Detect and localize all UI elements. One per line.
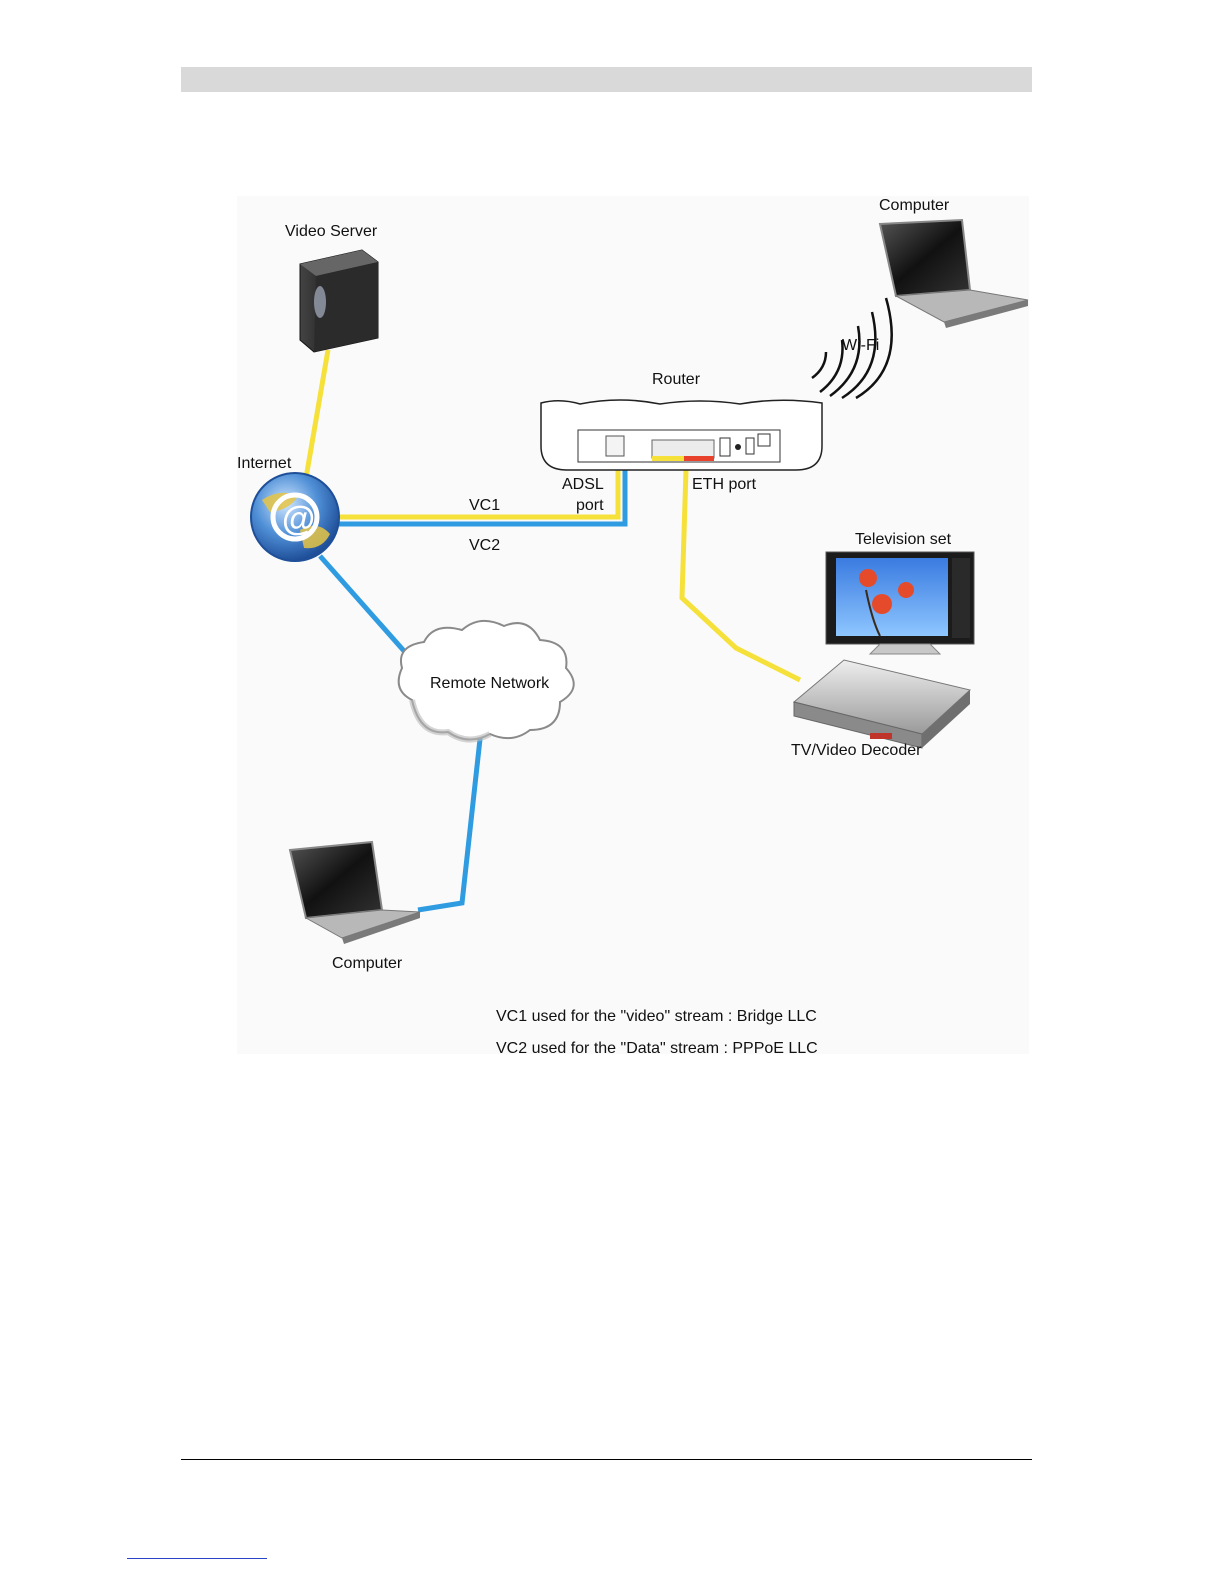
eth-decoder-link (682, 470, 800, 680)
svg-text:@: @ (282, 500, 315, 538)
router-icon (541, 400, 822, 470)
vc1-label: VC1 (469, 497, 500, 514)
television-icon (826, 552, 974, 654)
internet-remote-link (320, 556, 412, 660)
adsl-label-line2: port (576, 497, 604, 514)
server-internet-link (306, 350, 328, 478)
computer-top-label: Computer (879, 197, 950, 214)
video-server-icon (300, 250, 378, 352)
wifi-label: Wi-Fi (842, 337, 879, 354)
video-server-label: Video Server (285, 223, 378, 240)
television-set-label: Television set (855, 531, 952, 548)
vc2-label: VC2 (469, 537, 500, 554)
router-label: Router (652, 371, 701, 388)
computer-top-icon (880, 220, 1028, 328)
eth-port-label: ETH port (692, 476, 757, 493)
vc1-usage-note: VC1 used for the "video" stream : Bridge… (496, 1008, 817, 1025)
adsl-label-line1: ADSL (562, 476, 604, 493)
remote-network-label: Remote Network (430, 675, 550, 692)
vc2-usage-note: VC2 used for the "Data" stream : PPPoE L… (496, 1040, 818, 1057)
decoder-icon (794, 660, 970, 748)
internet-globe-icon: @ (251, 473, 339, 561)
footer-link-underline (127, 1558, 267, 1559)
computer-bottom-label: Computer (332, 955, 403, 972)
internet-label: Internet (237, 455, 292, 472)
tv-video-decoder-label: TV/Video Decoder (791, 742, 922, 759)
footer-rule (181, 1459, 1032, 1460)
computer-bottom-icon (290, 842, 420, 944)
remote-computer-link (418, 730, 481, 910)
